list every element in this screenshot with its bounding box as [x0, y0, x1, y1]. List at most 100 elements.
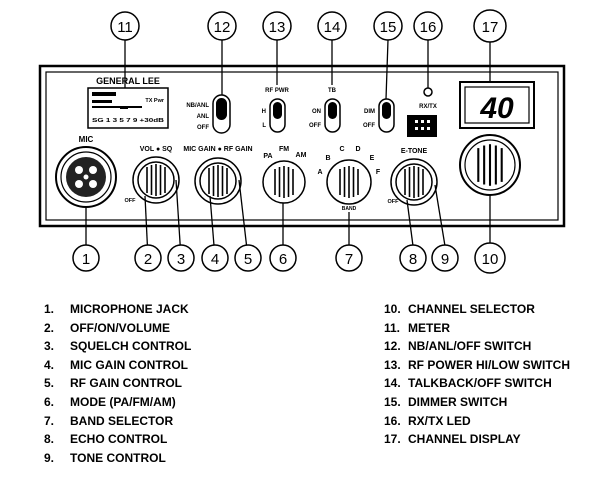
legend-item: 4. MIC GAIN CONTROL [44, 356, 191, 375]
dim-off-label: OFF [363, 123, 375, 129]
legend-text: OFF/ON/VOLUME [70, 320, 170, 335]
microphone-jack[interactable]: MIC [55, 135, 117, 208]
nb-anl-label: NB/ANL [186, 103, 209, 109]
legend-item: 9. TONE CONTROL [44, 449, 191, 468]
callout-2: 2 [144, 251, 152, 268]
callout-3-circle [167, 244, 195, 272]
mic-rf-label: MIC GAIN ● RF GAIN [183, 146, 252, 153]
legend-number: 17. [384, 432, 401, 447]
legend-item: 8.ECHO CONTROL [44, 430, 191, 449]
legend-item: 6.MODE (PA/FM/AM) [44, 393, 191, 412]
etone-label: E-TONE [401, 148, 428, 155]
callout-6: 6 [279, 251, 287, 268]
callout-circles [72, 9, 507, 274]
legend-number: 15. [384, 394, 401, 409]
legend-text: MICROPHONE JACK [70, 302, 189, 316]
legend-number: 14. [384, 376, 401, 391]
legend-text: CHANNEL DISPLAY [408, 432, 521, 447]
cb-radio-front-panel-diagram: GENERAL LEE TX Pwr SG 1 3 5 7 9 +30dB MI… [38, 9, 566, 274]
legend-text: METER [408, 320, 450, 335]
mic-rf-gain-knob[interactable]: MIC GAIN ● RF GAIN [183, 146, 253, 205]
callout-1-circle [72, 244, 100, 272]
legend-text: RX/TX LED [408, 413, 471, 428]
legend-item: 12.NB/ANL/OFF SWITCH [384, 337, 570, 356]
talkback-switch[interactable]: TB ON OFF [309, 88, 341, 133]
tb-on-label: ON [312, 109, 321, 115]
callout-5-circle [234, 244, 262, 272]
legend-text: TONE CONTROL [70, 450, 166, 465]
etone-off-label: OFF [388, 199, 400, 205]
callout-9: 9 [441, 251, 449, 268]
legend-number: 6. [44, 394, 55, 409]
callout-6-circle [269, 244, 297, 272]
callout-16-circle [413, 11, 443, 41]
callout-8: 8 [409, 251, 417, 268]
mode-label-am: AM [296, 152, 307, 159]
dimmer-switch[interactable]: DIM OFF [363, 98, 395, 133]
tb-off-label: OFF [309, 123, 321, 129]
legend-text: TALKBACK/OFF SWITCH [408, 376, 552, 391]
mode-label-pa: PA [263, 153, 272, 160]
rf-pwr-h-label: H [262, 109, 266, 115]
rf-power-switch[interactable]: RF PWR H L [262, 88, 290, 133]
legend-number: 3. [44, 339, 55, 354]
legend-text: MIC GAIN CONTROL [70, 357, 188, 372]
callout-8-circle [399, 244, 427, 272]
callout-12-circle [207, 11, 237, 41]
signal-meter: TX Pwr SG 1 3 5 7 9 +30dB [87, 87, 169, 129]
volume-squelch-knob[interactable]: VOL ● SQ OFF [125, 146, 180, 204]
band-letter-b: B [325, 155, 330, 162]
legend-number: 4. [44, 357, 55, 372]
callout-15: 15 [380, 19, 397, 36]
nb-anl-switch[interactable]: NB/ANL ANL OFF [186, 94, 231, 134]
legend-number: 9. [44, 450, 55, 465]
callout-17-circle [473, 9, 507, 43]
callout-5: 5 [244, 251, 252, 268]
vol-off-label: OFF [125, 198, 137, 204]
callout-16: 16 [420, 19, 437, 36]
legend-item: 1.MICROPHONE JACK [44, 300, 191, 319]
band-letter-d: D [355, 146, 360, 153]
callout-14: 14 [324, 19, 341, 36]
callout-13-circle [262, 11, 292, 41]
mic-label: MIC [79, 135, 94, 144]
nb-anl-anl-label: ANL [197, 114, 210, 120]
rf-pwr-label: RF PWR [265, 88, 289, 94]
band-selector-knob[interactable]: A B C D E F BAND [317, 146, 380, 212]
legend-number: 2. [44, 320, 55, 335]
legend-number: 7. [44, 413, 55, 428]
callout-7-circle [335, 244, 363, 272]
nb-anl-off-label: OFF [197, 125, 209, 131]
legend-item: 11.METER [384, 319, 570, 338]
legend-item: 14. TALKBACK/OFF SWITCH [384, 374, 570, 393]
callout-12: 12 [214, 19, 231, 36]
callout-3: 3 [177, 251, 185, 268]
channel-display: 40 [459, 81, 535, 129]
callout-13: 13 [269, 19, 286, 36]
band-letter-e: E [370, 155, 375, 162]
rx-tx-label: RX/TX [419, 104, 437, 110]
channel-display-value: 40 [479, 92, 514, 125]
legend-item: 2. OFF/ON/VOLUME [44, 319, 191, 338]
echo-tone-knob[interactable]: E-TONE OFF [388, 148, 438, 206]
channel-led-panel [407, 115, 437, 137]
legend-text: CHANNEL SELECTOR [408, 302, 535, 316]
channel-selector-knob[interactable] [459, 134, 521, 196]
legend-item: 7.BAND SELECTOR [44, 412, 191, 431]
legend-text: ECHO CONTROL [70, 432, 168, 447]
legend-number: 10. [384, 302, 401, 316]
mode-knob[interactable]: PA FM AM [262, 146, 307, 204]
callout-2-circle [134, 244, 162, 272]
legend-item: 10. CHANNEL SELECTOR [384, 300, 570, 319]
brand-label: GENERAL LEE [96, 76, 160, 86]
callouts [85, 39, 491, 259]
legend-text: SQUELCH CONTROL [70, 339, 192, 354]
callout-7: 7 [345, 251, 353, 268]
legend-item: 16.RX/TX LED [384, 412, 570, 431]
legend-number: 5. [44, 376, 55, 391]
callout-15-circle [373, 11, 403, 41]
callout-11: 11 [117, 19, 133, 36]
callout-14-circle [317, 11, 347, 41]
